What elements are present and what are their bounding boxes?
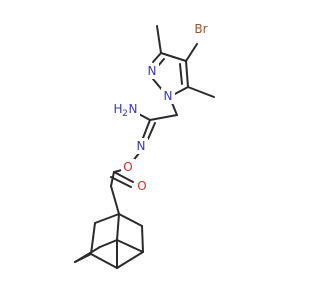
ester-oxygen-label: O <box>123 160 132 174</box>
bond-ad-11 <box>74 246 101 263</box>
ring-nitrogen-left-label: N <box>148 64 157 78</box>
bromine-atom-label: Br <box>194 22 207 36</box>
bond-ad-2 <box>118 213 143 227</box>
bond-c5-methyl <box>187 86 215 98</box>
bond-c-n-double-2 <box>147 122 156 140</box>
bond-c-o-double-2 <box>110 176 132 188</box>
bond-c4-c5 <box>185 60 189 88</box>
bond-c5-n1 <box>172 86 189 96</box>
ring-nitrogen-right-label: N <box>164 89 173 103</box>
bond-ad-8 <box>116 251 144 269</box>
bond-ad-7 <box>141 225 144 253</box>
bond-ad-3 <box>116 213 120 241</box>
bond-n2-c3 <box>152 52 162 63</box>
bonds <box>74 25 215 269</box>
bond-c3-methyl <box>156 25 162 54</box>
atom-labels: Br N N H 2 N N O O <box>112 21 212 194</box>
bond-ch2-adamantane <box>110 185 120 215</box>
bond-c-n-double-1 <box>142 119 151 139</box>
bond-c3-c4 <box>160 52 187 62</box>
amine-subscript-2-label: 2 <box>122 109 128 119</box>
imine-nitrogen-label: N <box>137 139 146 153</box>
bond-ad-4 <box>90 222 96 255</box>
bond-ad-12 <box>116 239 144 253</box>
bond-ch2-camidine <box>149 114 178 121</box>
carbonyl-oxygen-label: O <box>137 179 146 193</box>
bond-ad-6 <box>90 253 118 269</box>
bond-ad-1 <box>94 213 120 224</box>
amine-h-label: H <box>113 102 122 116</box>
amine-n-label: N <box>129 102 138 116</box>
bond-ccarbonyl-ch2 <box>110 171 115 187</box>
bond-c4-c5-double <box>179 63 183 85</box>
bond-ad-10 <box>99 239 118 248</box>
bond-c4-br <box>185 43 198 62</box>
bond-c-o-double-1 <box>113 171 134 183</box>
chemical-structure-diagram: Br N N H 2 N N O O <box>74 21 215 269</box>
